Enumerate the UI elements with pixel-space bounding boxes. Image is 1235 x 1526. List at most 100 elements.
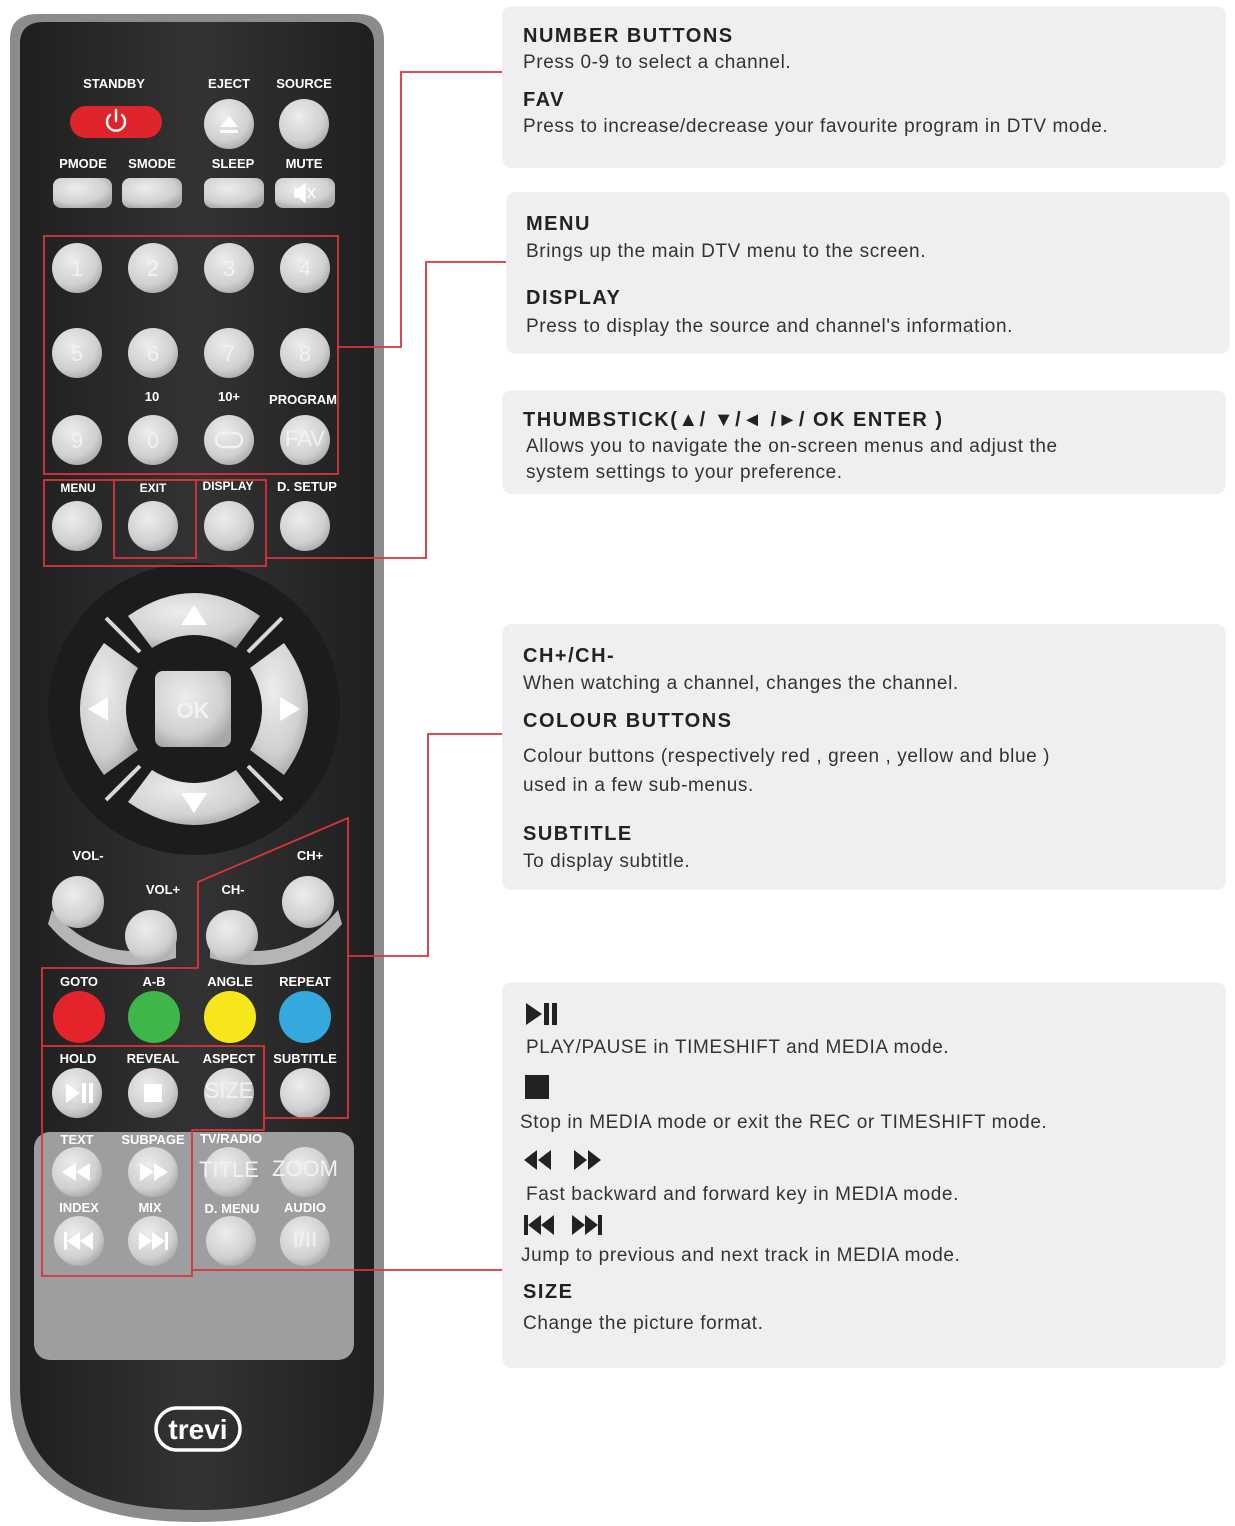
heading-menu: MENU: [526, 213, 591, 235]
menu-button[interactable]: [52, 501, 102, 551]
trevi-logo-badge: [154, 1406, 242, 1452]
exit-button[interactable]: [128, 501, 178, 551]
text-size: Change the picture format.: [523, 1313, 764, 1334]
heading-colour-buttons: COLOUR BUTTONS: [523, 710, 733, 732]
text-thumbstick-2: system settings to your preference.: [526, 462, 843, 483]
source-button[interactable]: [279, 99, 329, 149]
number-button-1[interactable]: [52, 243, 102, 293]
text-skip-track: Jump to previous and next track in MEDIA…: [521, 1245, 961, 1266]
number-button-6[interactable]: [128, 328, 178, 378]
number-button-9[interactable]: [52, 415, 102, 465]
zoom-button[interactable]: [280, 1147, 330, 1197]
reveal-label: REVEAL: [127, 1051, 180, 1066]
audio-glyph-label: I/II: [293, 1227, 317, 1252]
left-arrow-button[interactable]: [80, 643, 138, 775]
up-triangle-icon: [181, 605, 207, 625]
standby-label: STANDBY: [83, 76, 145, 91]
stop-icon: [525, 1075, 549, 1099]
vol-plus-button[interactable]: [125, 910, 177, 962]
dmenu-label: D. MENU: [205, 1201, 260, 1216]
pmode-button[interactable]: [53, 178, 112, 208]
text-label: TEXT: [60, 1132, 93, 1147]
pmode-label: PMODE: [59, 156, 107, 171]
highlight-exit: [113, 479, 197, 559]
ch-plus-button[interactable]: [282, 876, 334, 928]
rewind-icon: [62, 1163, 90, 1181]
number-button-7[interactable]: [204, 328, 254, 378]
eject-icon: [220, 116, 238, 133]
down-triangle-icon: [181, 793, 207, 813]
mute-icon: [294, 182, 316, 204]
number-button-2[interactable]: [128, 243, 178, 293]
text-fav: Press to increase/decrease your favourit…: [523, 116, 1109, 137]
goto-label: GOTO: [60, 974, 98, 989]
title-label: TITLE: [199, 1157, 259, 1182]
highlight-media: [41, 1046, 265, 1277]
smode-button[interactable]: [122, 178, 182, 208]
dsetup-button[interactable]: [280, 501, 330, 551]
size-button[interactable]: [204, 1068, 254, 1118]
panel-media: PLAY/PAUSE in TIMESHIFT and MEDIA mode. …: [502, 982, 1226, 1368]
number-button-0[interactable]: [128, 415, 178, 465]
right-triangle-icon: [280, 697, 300, 721]
dmenu-button[interactable]: [206, 1216, 256, 1266]
source-label: SOURCE: [276, 76, 332, 91]
audio-button[interactable]: [280, 1216, 330, 1266]
number-4-label: 4: [299, 256, 311, 281]
repeat-label: REPEAT: [279, 974, 331, 989]
text-play-pause: PLAY/PAUSE in TIMESHIFT and MEDIA mode.: [526, 1037, 950, 1058]
heading-size: SIZE: [523, 1281, 574, 1303]
ok-button[interactable]: [155, 671, 231, 747]
hold-label: HOLD: [60, 1051, 97, 1066]
heading-thumbstick: THUMBSTICK(▲/ ▼/◄ /►/ OK ENTER ): [523, 409, 944, 431]
ch-minus-button[interactable]: [206, 910, 258, 962]
audio-label: AUDIO: [284, 1200, 326, 1215]
play-pause-icon: [526, 1003, 557, 1025]
text-subtitle: To display subtitle.: [523, 851, 691, 872]
number-2-label: 2: [147, 256, 159, 281]
heading-fav: FAV: [523, 89, 565, 111]
ch-plus-label: CH+: [297, 848, 324, 863]
text-thumbstick-1: Allows you to navigate the on-screen men…: [526, 436, 1058, 457]
ab-label: A-B: [142, 974, 165, 989]
red-button[interactable]: [53, 991, 105, 1043]
recall-button[interactable]: [204, 415, 254, 465]
zoom-label: ZOOM: [272, 1156, 338, 1181]
remote-control: STANDBY EJECT SOURCE PMODE SMODE SLEEP M…: [10, 14, 384, 1522]
text-menu: Brings up the main DTV menu to the scree…: [526, 241, 927, 262]
rewind-forward-icon: [524, 1150, 601, 1170]
right-arrow-button[interactable]: [250, 643, 308, 775]
green-button[interactable]: [128, 991, 180, 1043]
title-button[interactable]: [204, 1147, 254, 1197]
subtitle-button[interactable]: [280, 1068, 330, 1118]
text-ch: When watching a channel, changes the cha…: [523, 673, 959, 694]
subpage-label: SUBPAGE: [121, 1132, 185, 1147]
eject-label: EJECT: [208, 76, 250, 91]
ten-plus-label: 10+: [218, 389, 240, 404]
exit-label: EXIT: [140, 481, 167, 495]
number-button-3[interactable]: [204, 243, 254, 293]
panel-number-buttons: NUMBER BUTTONS Press 0-9 to select a cha…: [502, 6, 1226, 168]
skip-track-icon: [524, 1215, 602, 1235]
size-label: SIZE: [205, 1078, 254, 1103]
blue-button[interactable]: [279, 991, 331, 1043]
sleep-button[interactable]: [204, 178, 264, 208]
panel-menu-display: MENU Brings up the main DTV menu to the …: [506, 192, 1230, 354]
number-button-5[interactable]: [52, 328, 102, 378]
number-5-label: 5: [71, 341, 83, 366]
text-display: Press to display the source and channel'…: [526, 316, 1013, 337]
number-1-label: 1: [71, 256, 83, 281]
number-0-label: 0: [147, 428, 159, 453]
vol-minus-button[interactable]: [52, 876, 104, 928]
subtitle-label: SUBTITLE: [273, 1051, 337, 1066]
heading-number-buttons: NUMBER BUTTONS: [523, 25, 734, 47]
navigation-pad: OK: [48, 563, 340, 855]
sleep-label: SLEEP: [212, 156, 255, 171]
display-button[interactable]: [204, 501, 254, 551]
text-colour-buttons-1: Colour buttons (respectively red , green…: [523, 746, 1051, 767]
number-8-label: 8: [299, 341, 311, 366]
lower-panel: [34, 1132, 354, 1360]
power-icon: [105, 108, 127, 132]
yellow-button[interactable]: [204, 991, 256, 1043]
smode-label: SMODE: [128, 156, 176, 171]
